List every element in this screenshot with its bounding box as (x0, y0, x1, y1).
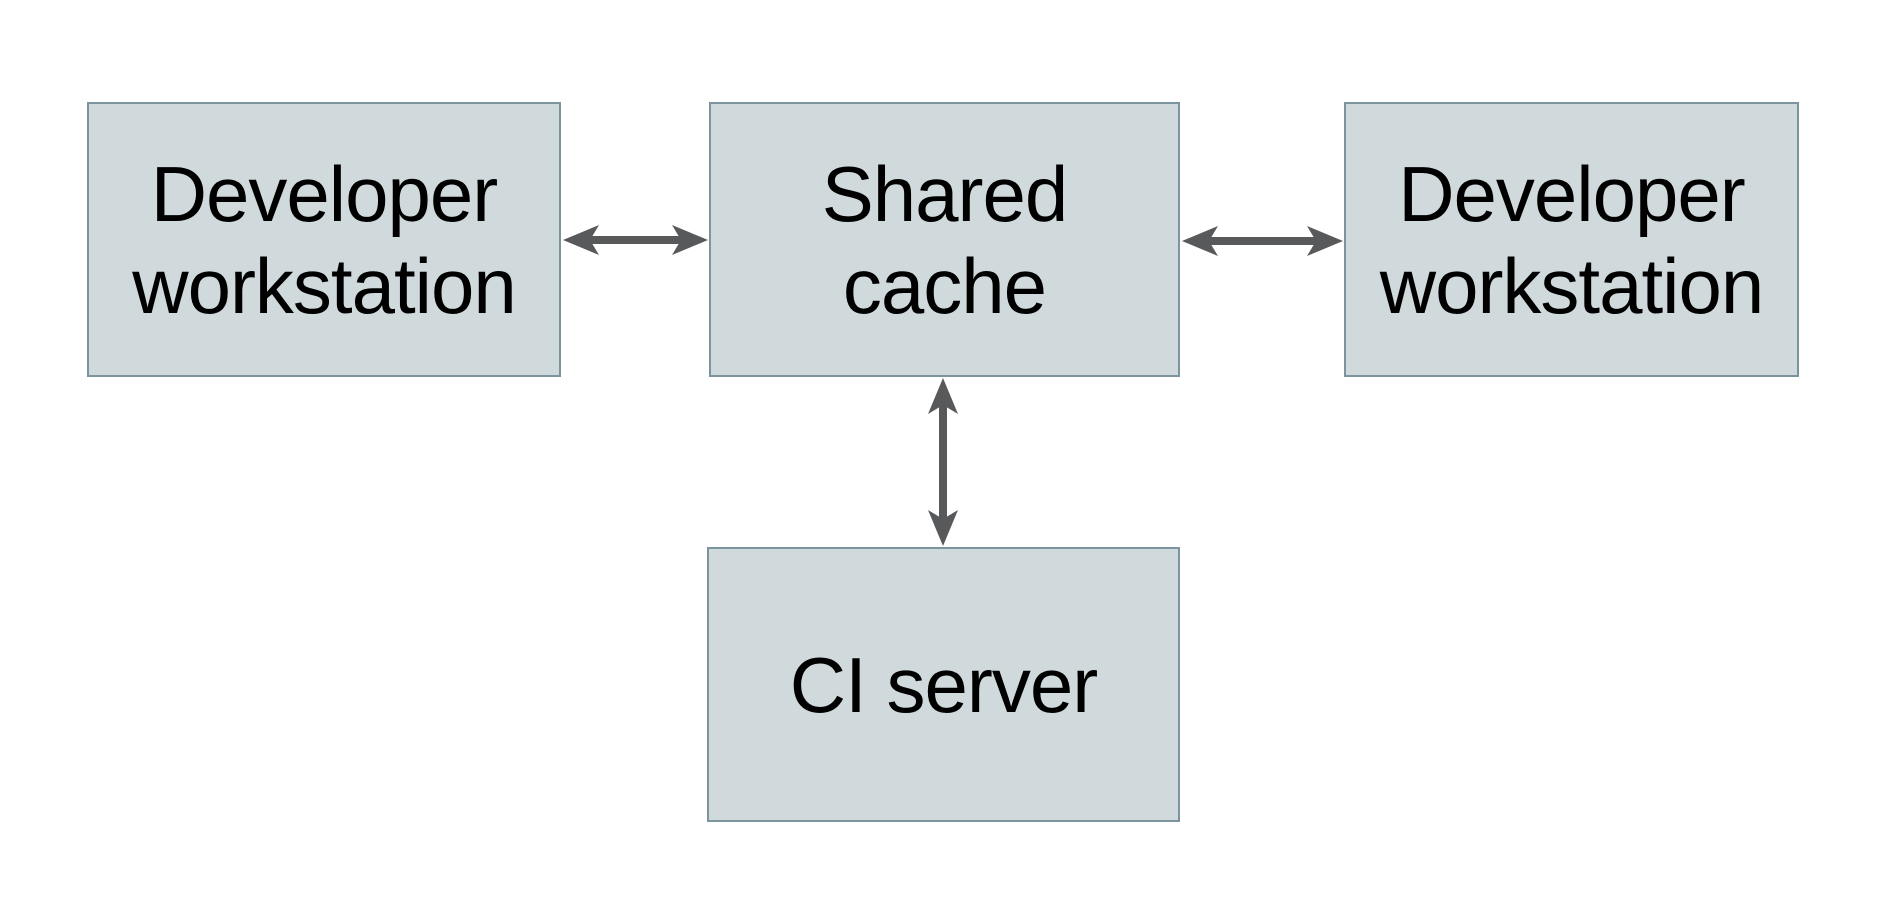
arrowhead-right-icon (672, 225, 708, 255)
node-label-developer-workstation-left: Developer workstation (132, 149, 517, 330)
node-ci-server: CI server (707, 547, 1180, 822)
bidirectional-arrow-shared-cache-right-workstation (1182, 226, 1343, 256)
node-label-ci-server: CI server (789, 640, 1098, 729)
node-label-shared-cache: Shared cache (821, 149, 1069, 330)
arrowhead-left-icon (1182, 226, 1218, 256)
arrowhead-up-icon (928, 378, 958, 414)
arrowhead-right-icon (1307, 226, 1343, 256)
arrowhead-left-icon (563, 225, 599, 255)
node-developer-workstation-left: Developer workstation (87, 102, 561, 377)
bidirectional-arrow-shared-cache-ci-server (928, 378, 958, 546)
node-label-developer-workstation-right: Developer workstation (1379, 149, 1765, 330)
node-developer-workstation-right: Developer workstation (1344, 102, 1799, 377)
arrowhead-down-icon (928, 510, 958, 546)
bidirectional-arrow-left-workstation-shared-cache (563, 225, 708, 255)
node-shared-cache: Shared cache (709, 102, 1180, 377)
